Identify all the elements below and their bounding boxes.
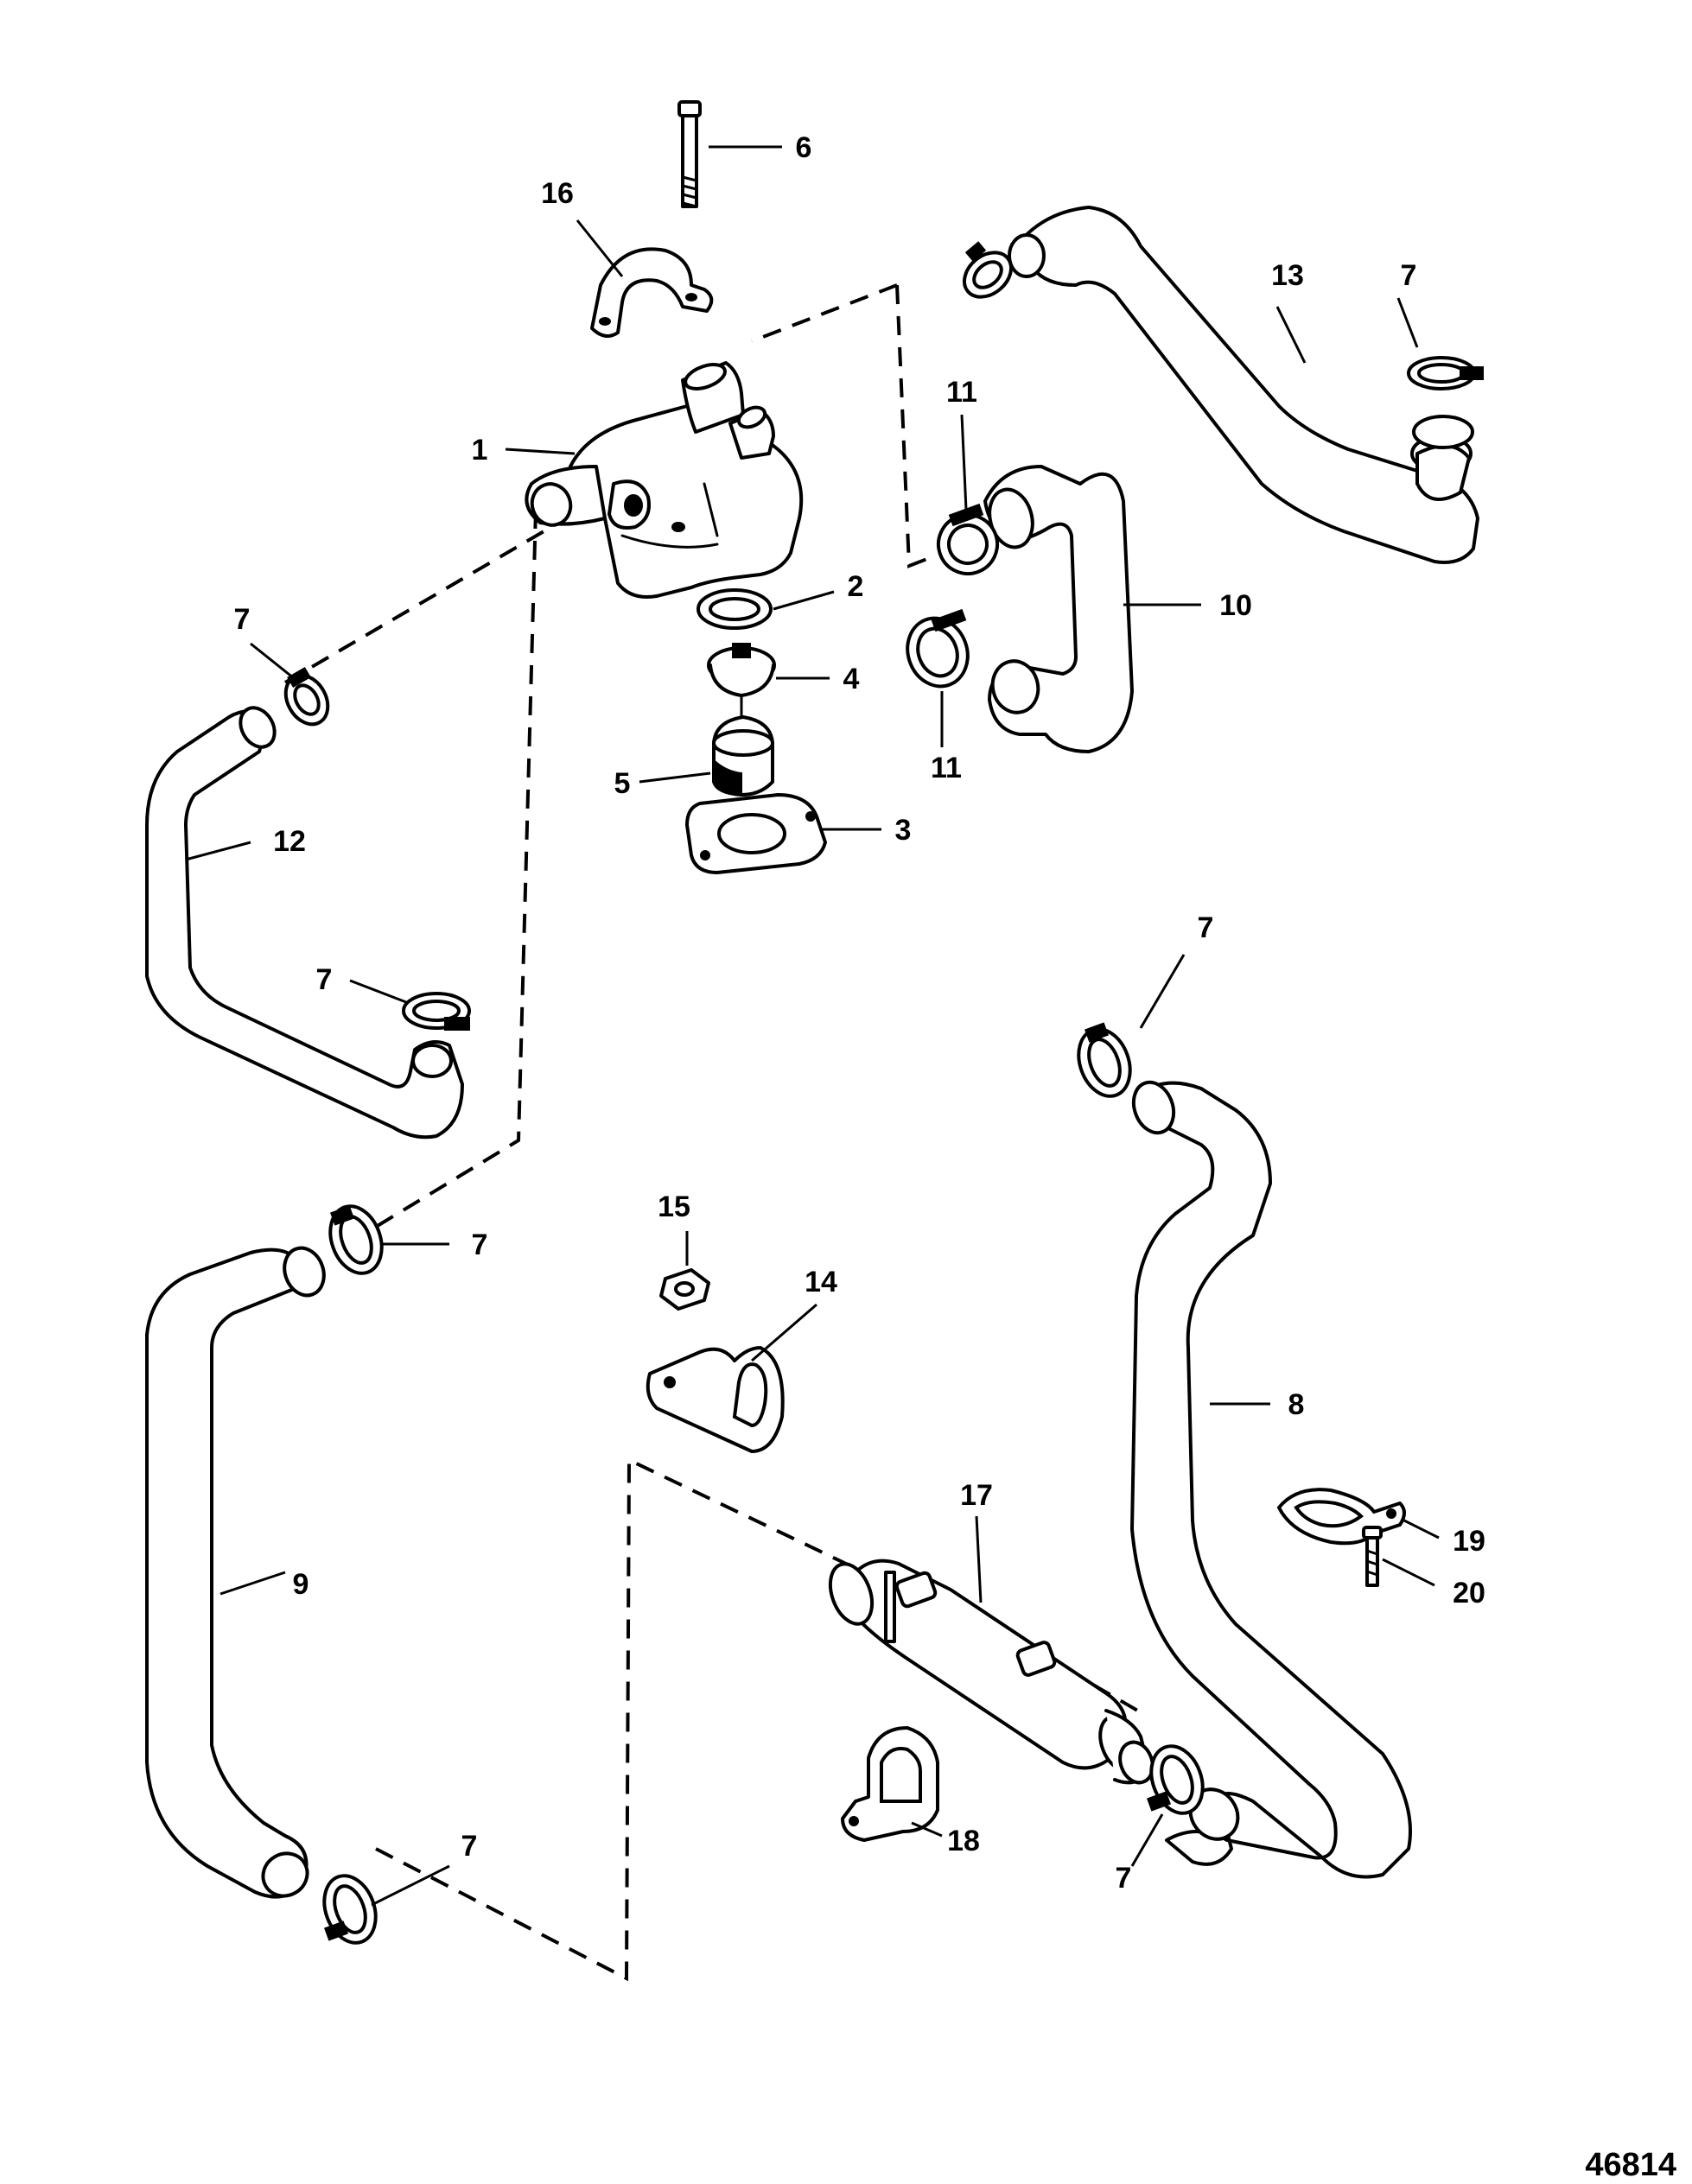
callout-6: 6 [796, 131, 812, 164]
callout-1: 1 [472, 434, 488, 467]
callout-16: 16 [541, 177, 574, 210]
screw-part-20 [1362, 1526, 1383, 1587]
o-ring-part-2 [697, 588, 773, 630]
cooler-part-17 [828, 1559, 1155, 1785]
callout-11-b: 11 [931, 752, 962, 784]
hose-clamps [283, 241, 1484, 1945]
callout-7-e: 7 [472, 1228, 488, 1261]
hose-clamp-7-g [1146, 1744, 1205, 1815]
callout-10: 10 [1219, 589, 1252, 622]
callout-7-b: 7 [234, 603, 251, 636]
callout-2: 2 [848, 570, 864, 603]
hose-clamp-7-h [322, 1874, 378, 1945]
nut-part-15 [659, 1268, 710, 1311]
hose-clamp-7-c [283, 666, 330, 727]
strap-part-16 [590, 247, 714, 338]
callout-14: 14 [805, 1266, 837, 1298]
callout-9: 9 [293, 1568, 309, 1601]
callout-7-a: 7 [1401, 259, 1417, 292]
callout-labels: 6 16 1 2 4 5 3 13 7 11 10 11 7 12 7 7 7 … [234, 131, 1485, 1895]
hose-part-13 [1008, 206, 1479, 564]
callout-20: 20 [1453, 1577, 1485, 1609]
clamp-part-14 [646, 1346, 785, 1453]
callout-12: 12 [273, 825, 306, 858]
callout-11-a: 11 [946, 376, 977, 409]
callout-18: 18 [947, 1825, 980, 1857]
callout-8: 8 [1288, 1388, 1305, 1421]
callout-15: 15 [658, 1190, 690, 1223]
callout-3: 3 [895, 814, 912, 847]
hose-part-9 [145, 1246, 326, 1899]
hose-clamp-11-a [937, 503, 999, 575]
hose-clamp-7-f [328, 1204, 384, 1275]
clip-part-19 [1277, 1488, 1406, 1546]
sleeve-part-5 [712, 715, 774, 797]
callout-7-f: 7 [1116, 1862, 1132, 1895]
callout-7-d: 7 [1198, 911, 1214, 944]
hose-clamp-7-d [402, 992, 471, 1031]
hose-clamp-7-e [1077, 1022, 1132, 1098]
callout-13: 13 [1271, 259, 1304, 292]
hose-part-12 [145, 706, 464, 1140]
callout-19: 19 [1453, 1525, 1485, 1558]
callout-4: 4 [843, 663, 860, 695]
callout-17: 17 [960, 1479, 993, 1512]
thermostat-part-4 [707, 643, 776, 719]
hose-clamp-7-a [963, 241, 1013, 299]
hose-part-10 [983, 465, 1134, 753]
callout-5: 5 [614, 767, 631, 800]
callout-7-g: 7 [461, 1830, 478, 1863]
thermostat-housing-part-1 [525, 361, 804, 599]
gasket-part-3 [685, 793, 827, 874]
hose-clamp-7-b [1407, 356, 1484, 390]
leader-lines [185, 145, 1440, 1907]
bolt-part-6 [677, 100, 702, 208]
figure-number: 46814 [1585, 2147, 1676, 2183]
clamp-part-18 [841, 1726, 939, 1842]
hose-clamp-11-b [906, 608, 970, 689]
callout-7-c: 7 [316, 963, 333, 996]
hose-part-8 [1130, 1080, 1412, 1879]
